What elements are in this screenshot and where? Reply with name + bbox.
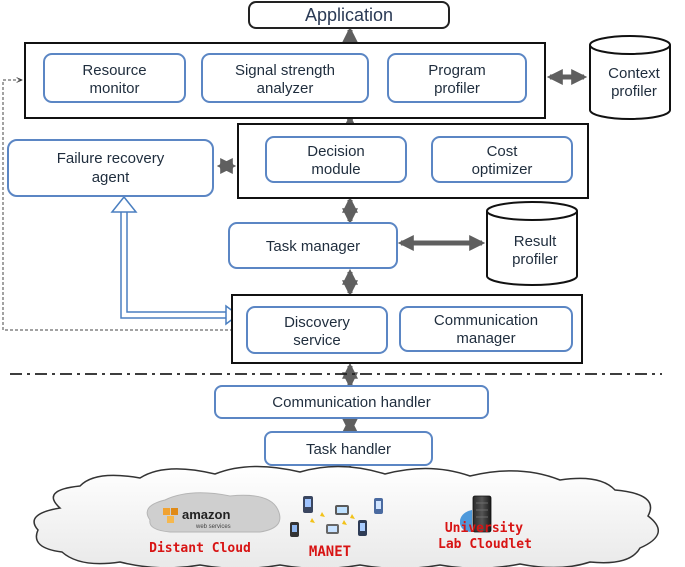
phone-icon [326, 524, 339, 534]
distant-cloud-label: Distant Cloud [149, 541, 251, 556]
discovery-service-label-1: Discovery [284, 314, 350, 331]
task-manager-label: Task manager [266, 238, 360, 255]
decision-module-label-2: module [311, 161, 360, 178]
resource-monitor-box [43, 53, 186, 103]
cloud-shape [33, 465, 659, 567]
task-handler-box [264, 431, 433, 466]
communication-manager-label-2: manager [456, 330, 515, 347]
program-profiler-label-1: Program [428, 62, 486, 79]
phone-icon [290, 522, 299, 537]
task-manager-box [228, 222, 398, 269]
hollow-arrow-discovery-failure [110, 195, 240, 326]
program-profiler-label-2: profiler [434, 80, 480, 97]
amazon-logo-text: amazon [182, 507, 230, 522]
signal-analyzer-box [201, 53, 369, 103]
phone-icon [303, 496, 313, 513]
cost-optimizer-label-2: optimizer [472, 161, 533, 178]
lab-cloudlet-label: Lab Cloudlet [438, 537, 532, 552]
failure-recovery-label-1: Failure recovery [57, 150, 165, 167]
discovery-service-label-2: service [293, 332, 341, 349]
result-profiler-cylinder [486, 201, 578, 286]
signal-analyzer-label-1: Signal strength [235, 62, 335, 79]
communication-handler-box [214, 385, 489, 419]
signal-analyzer-label-2: analyzer [257, 80, 314, 97]
context-profiler-cylinder [589, 35, 671, 120]
phone-icon [358, 520, 367, 536]
cost-optimizer-label-1: Cost [487, 143, 519, 160]
cost-optimizer-box [431, 136, 573, 183]
amazon-web-services-logo: amazon web services [146, 492, 281, 533]
result-profiler-label-1: Result [514, 233, 557, 250]
phone-icon [335, 505, 349, 515]
university-label: University [445, 521, 523, 536]
phone-icon [374, 498, 383, 514]
communication-manager-box [399, 306, 573, 352]
manet-devices [290, 496, 383, 537]
discovery-service-box [246, 306, 388, 354]
failure-recovery-label-2: agent [92, 169, 130, 186]
application-label: Application [305, 5, 393, 25]
resource-monitor-label-1: Resource [82, 62, 146, 79]
amazon-cube-icon [163, 508, 178, 523]
signal-spark-icons [310, 512, 355, 525]
resource-monitor-label-2: monitor [89, 80, 139, 97]
context-profiler-label-1: Context [608, 65, 661, 82]
amazon-logo-subtext: web services [195, 524, 231, 530]
program-profiler-box [387, 53, 527, 103]
communication-handler-label: Communication handler [272, 394, 430, 411]
application-box [248, 1, 450, 29]
context-profiler-label-2: profiler [611, 83, 657, 100]
task-handler-label: Task handler [306, 441, 391, 458]
dashed-feedback-arrow [2, 80, 233, 331]
result-profiler-label-2: profiler [512, 251, 558, 268]
communication-manager-label-1: Communication [434, 312, 538, 329]
manet-label: MANET [309, 544, 351, 560]
decision-module-box [265, 136, 407, 183]
decision-module-label-1: Decision [307, 143, 365, 160]
failure-recovery-box [7, 139, 214, 197]
server-icon [460, 495, 492, 533]
